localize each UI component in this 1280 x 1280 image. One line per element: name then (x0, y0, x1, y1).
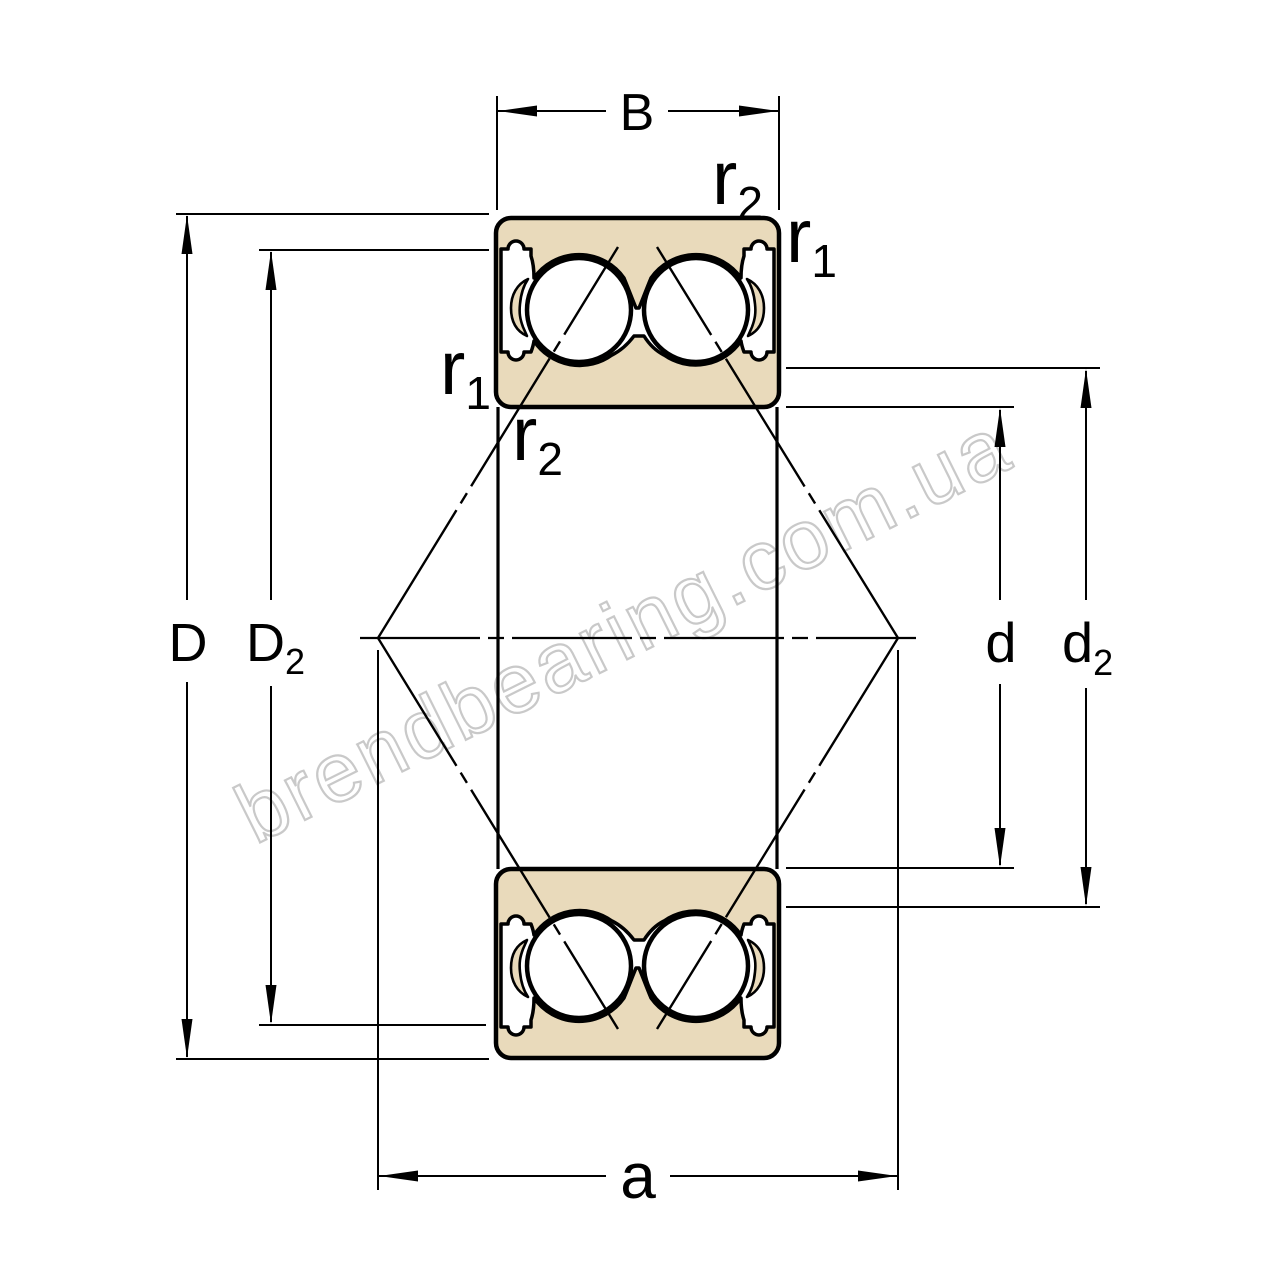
label-a: a (620, 1140, 656, 1212)
arrowhead-B-left (498, 105, 537, 117)
label-r1-right: r1 (786, 194, 837, 287)
label-r2-top: r2 (712, 136, 763, 229)
dimension-a: a (377, 650, 899, 1212)
arrowhead-a-right (858, 1170, 897, 1182)
arrowhead-D-up (181, 215, 193, 254)
arrowhead-d2-down (1080, 867, 1092, 906)
dimension-B: B (496, 84, 780, 210)
dimension-D2: D2 (246, 249, 489, 1026)
label-D: D (169, 613, 208, 673)
contact-line-bottom-left (376, 637, 620, 1030)
arrowhead-D2-down (265, 985, 277, 1024)
label-d: d (985, 611, 1016, 674)
label-B: B (620, 84, 655, 142)
contact-line-bottom-right (655, 637, 900, 1030)
dimension-d2: d2 (786, 367, 1113, 908)
arrowhead-a-left (379, 1170, 418, 1182)
label-d2: d2 (1062, 611, 1113, 683)
dimension-d: d (786, 406, 1017, 869)
contact-line-top-left (376, 246, 620, 639)
contact-line-top-right (655, 246, 900, 639)
arrowhead-B-right (739, 105, 778, 117)
arrowhead-D-down (181, 1019, 193, 1058)
dimension-D: D (169, 213, 489, 1060)
arrowhead-d2-up (1080, 369, 1092, 408)
arrowhead-d-up (994, 408, 1006, 447)
label-r1-left: r1 (440, 326, 491, 419)
arrowhead-D2-up (265, 251, 277, 290)
label-r2-left: r2 (512, 392, 563, 485)
label-D2: D2 (246, 613, 305, 682)
watermark-text: brendbearing.com.ua (221, 397, 1024, 861)
arrowhead-d-down (994, 828, 1006, 867)
